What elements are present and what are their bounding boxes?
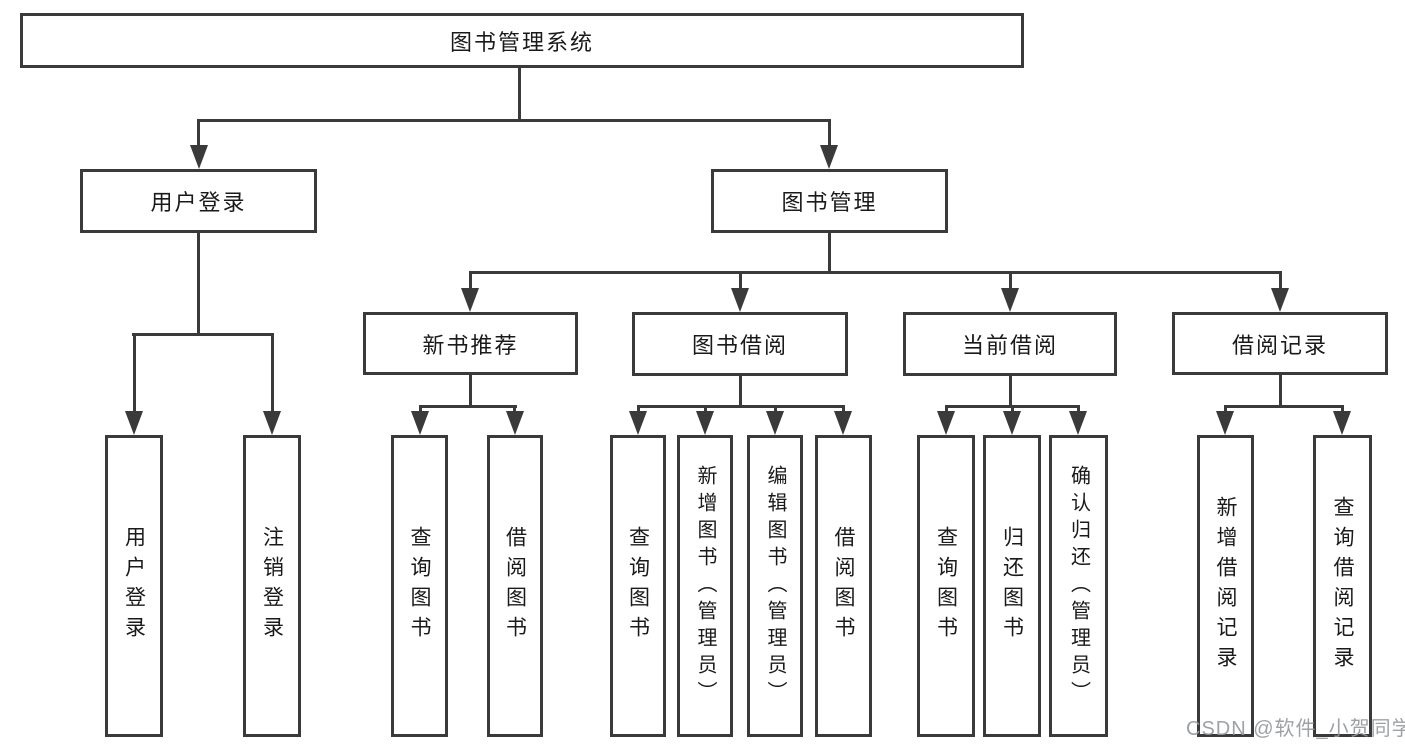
leaf-query-book-current-label: 查询图书 [934,526,958,646]
arrowhead-borrow-record [1271,288,1289,312]
node-borrow-record-label: 借阅记录 [1231,332,1328,358]
leaf-borrow-book: 借阅图书 [815,435,872,737]
leaf-add-book-admin: 新增图书（管理员） [677,435,733,737]
arrowhead-d1 [937,411,955,435]
connector-borrow-record-bar [1224,405,1344,408]
connector-drop-leaf-logout [271,333,274,415]
leaf-query-borrow-record-label: 查询借阅记录 [1331,496,1354,676]
arrowhead-leaf-logout [263,411,281,435]
connector-drop-leaf-login [133,333,136,415]
node-root-label: 图书管理系统 [449,29,594,55]
connector-user-login-bar [132,333,273,336]
leaf-borrow-book-rec-label: 借阅图书 [503,526,527,646]
arrowhead-book-borrow [731,288,749,312]
connector-borrow-record-stem [1279,375,1282,408]
arrowhead-c3 [766,411,784,435]
leaf-borrow-book-rec: 借阅图书 [487,435,543,737]
connector-book-borrow-bar [637,405,845,408]
connector-new-book-rec-bar [419,405,517,408]
node-current-borrow: 当前借阅 [903,312,1117,376]
connector-drop-current-borrow [1009,271,1012,292]
connector-user-login-stem [197,233,200,336]
leaf-logout-label: 注销登录 [260,526,284,646]
leaf-return-book: 归还图书 [983,435,1041,737]
arrowhead-c1 [629,411,647,435]
connector-current-borrow-stem [1009,376,1012,408]
leaf-edit-book-admin-label: 编辑图书（管理员） [764,464,786,708]
leaf-query-book-rec-label: 查询图书 [408,526,431,646]
node-user-login: 用户登录 [80,169,317,233]
connector-drop-book-borrow [739,271,742,292]
arrowhead-book-mgmt [820,145,838,169]
arrowhead-current-borrow [1001,288,1019,312]
csdn-watermark: CSDN @软件_小贺同学 [1186,718,1405,740]
node-root: 图书管理系统 [20,13,1024,68]
leaf-query-book-borrow-label: 查询图书 [626,526,650,646]
leaf-query-book-rec: 查询图书 [391,435,448,737]
arrowhead-e1 [1216,411,1234,435]
connector-new-book-rec-stem [469,375,472,408]
leaf-user-login: 用户登录 [105,435,163,737]
connector-drop-book-mgmt [828,119,831,149]
arrowhead-b1 [411,411,429,435]
node-book-borrow: 图书借阅 [632,312,848,376]
arrowhead-new-book-rec [461,288,479,312]
node-book-mgmt: 图书管理 [711,169,948,233]
leaf-confirm-return-admin-label: 确认归还（管理员） [1067,464,1090,708]
arrowhead-b2 [506,411,524,435]
arrowhead-c4 [834,411,852,435]
connector-book-mgmt-stem [828,233,831,274]
node-book-borrow-label: 图书借阅 [691,333,788,358]
connector-root-bar [197,119,831,122]
connector-drop-new-book-rec [469,271,472,292]
connector-book-mgmt-bar [469,271,1282,274]
leaf-borrow-book-label: 借阅图书 [832,526,855,646]
node-user-login-label: 用户登录 [150,190,247,215]
node-new-book-rec: 新书推荐 [363,312,578,375]
node-borrow-record: 借阅记录 [1172,312,1388,375]
leaf-add-borrow-record: 新增借阅记录 [1197,435,1254,737]
arrowhead-e2 [1333,411,1351,435]
leaf-query-book-borrow: 查询图书 [610,435,666,737]
node-current-borrow-label: 当前借阅 [961,333,1058,358]
node-new-book-rec-label: 新书推荐 [422,332,519,358]
leaf-return-book-label: 归还图书 [1000,526,1024,646]
leaf-add-book-admin-label: 新增图书（管理员） [694,464,716,708]
connector-root-stem [518,66,521,121]
connector-book-borrow-stem [739,376,742,408]
leaf-add-borrow-record-label: 新增借阅记录 [1214,496,1237,676]
leaf-query-book-current: 查询图书 [917,435,975,737]
arrowhead-c2 [696,411,714,435]
connector-drop-user-login [197,119,200,149]
leaf-confirm-return-admin: 确认归还（管理员） [1049,435,1108,737]
arrowhead-user-login [190,145,208,169]
arrowhead-d3 [1069,411,1087,435]
leaf-edit-book-admin: 编辑图书（管理员） [747,435,803,737]
node-book-mgmt-label: 图书管理 [781,190,878,215]
leaf-query-borrow-record: 查询借阅记录 [1313,435,1372,737]
leaf-logout: 注销登录 [243,435,301,737]
leaf-user-login-label: 用户登录 [122,526,146,646]
arrowhead-d2 [1003,411,1021,435]
arrowhead-leaf-login [125,411,143,435]
connector-drop-borrow-record [1279,271,1282,292]
